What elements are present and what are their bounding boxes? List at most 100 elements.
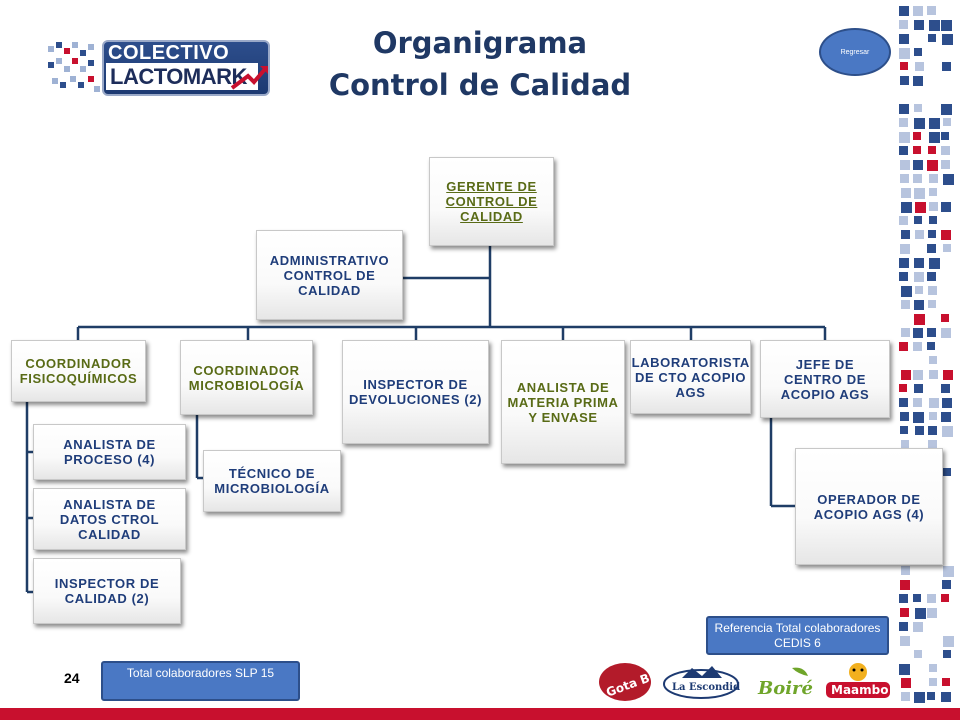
pixel-square (901, 566, 910, 575)
pixel-square (914, 692, 925, 703)
pixel-square (943, 370, 953, 380)
pixel-square (901, 230, 910, 239)
pixel-square (913, 132, 921, 140)
pixel-square (900, 580, 910, 590)
pixel-square (899, 146, 908, 155)
pixel-square (928, 230, 936, 238)
pixel-square (900, 174, 909, 183)
pixel-square (927, 6, 936, 15)
pixel-square (915, 286, 923, 294)
pixel-square (914, 314, 925, 325)
pixel-square (901, 202, 912, 213)
pixel-square (927, 594, 936, 603)
title-line-2: Control de Calidad (328, 68, 632, 102)
pixel-square (914, 384, 923, 393)
pixel-square (901, 678, 911, 688)
pixel-square (943, 650, 951, 658)
pixel-square (941, 314, 949, 322)
pixel-square (941, 384, 950, 393)
pixel-square (943, 566, 954, 577)
pixel-square (900, 636, 910, 646)
maambo-wordmark: Maambo (831, 683, 888, 697)
logo-arrow-icon (230, 66, 268, 90)
pixel-square (929, 188, 937, 196)
pixel-square (927, 328, 936, 337)
pixel-square (941, 202, 951, 212)
logo-pixel-icon (48, 42, 100, 92)
pixel-square (942, 678, 950, 686)
pixel-square (942, 62, 951, 71)
pixel-square (901, 300, 910, 309)
pixel-square (929, 216, 937, 224)
pixel-square (941, 594, 949, 602)
pixel-square (899, 664, 910, 675)
pixel-square (941, 104, 952, 115)
pixel-square (899, 272, 908, 281)
box-analista-materia-prima: ANALISTA DE MATERIA PRIMA Y ENVASE (501, 340, 625, 464)
pixel-square (913, 328, 923, 338)
pixel-square (941, 692, 951, 702)
pixel-square (901, 188, 911, 198)
pixel-square (914, 258, 924, 268)
box-coordinador-microbiologia: COORDINADOR MICROBIOLOGÍA (180, 340, 313, 415)
pixel-square (941, 160, 950, 169)
pixel-square (914, 104, 922, 112)
boire-wordmark: Boiré (757, 678, 813, 699)
pixel-square (901, 370, 911, 380)
box-laboratorista-acopio: LABORATORISTA DE CTO ACOPIO AGS (630, 340, 751, 414)
pixel-square (929, 174, 938, 183)
la-escondida-wordmark: La Escondida (672, 682, 740, 693)
pixel-square (928, 34, 936, 42)
box-operador-acopio: OPERADOR DE ACOPIO AGS (4) (795, 448, 943, 565)
box-coordinador-fisicoquimicos: COORDINADOR FISICOQUÍMICOS (11, 340, 146, 402)
pixel-square (928, 286, 937, 295)
pixel-square (899, 216, 908, 225)
pixel-square (942, 580, 951, 589)
pixel-square (914, 118, 925, 129)
pixel-square (899, 258, 909, 268)
pixel-square (941, 146, 950, 155)
pixel-square (899, 118, 908, 127)
pixel-square (929, 412, 937, 420)
pixel-square (927, 272, 936, 281)
pixel-square (899, 594, 908, 603)
title-line-1: Organigrama (372, 26, 588, 60)
pixel-square (928, 146, 936, 154)
pixel-square (929, 664, 937, 672)
boire-icon: Boiré (757, 667, 813, 699)
pixel-square (899, 48, 910, 59)
pixel-square (900, 426, 908, 434)
pixel-square (914, 216, 922, 224)
total-cedis-badge: Referencia Total colaboradores CEDIS 6 (706, 616, 889, 655)
pixel-square (927, 160, 938, 171)
back-button[interactable]: Regresar (819, 28, 891, 76)
brand-maambo-logo: Maambo (824, 660, 892, 702)
pixel-square (901, 440, 909, 448)
pixel-square (914, 300, 924, 310)
pixel-square (929, 370, 938, 379)
pixel-square (899, 104, 909, 114)
maambo-icon: Maambo (826, 663, 890, 698)
box-tecnico-microbiologia: TÉCNICO DE MICROBIOLOGÍA (203, 450, 341, 512)
pixel-square (900, 160, 910, 170)
bottom-red-bar (0, 708, 960, 720)
pixel-square (913, 6, 923, 16)
brand-boire-logo: Boiré (752, 664, 816, 702)
pixel-square (941, 328, 951, 338)
pixel-square (941, 412, 951, 422)
pixel-square (927, 342, 935, 350)
gota-blanca-icon: Gota Blanca (599, 660, 654, 701)
colectivo-lactomark-logo: COLECTIVO LACTOMARK (44, 36, 272, 98)
pixel-square (915, 608, 926, 619)
pixel-square (899, 132, 910, 143)
pixel-square (899, 20, 908, 29)
pixel-square (901, 286, 912, 297)
pixel-square (943, 244, 951, 252)
pixel-square (941, 20, 952, 31)
pixel-square (913, 342, 922, 351)
box-administrativo-control-calidad: ADMINISTRATIVO CONTROL DE CALIDAD (256, 230, 403, 320)
pixel-square (928, 440, 937, 449)
pixel-square (941, 132, 949, 140)
pixel-square (943, 468, 951, 476)
pixel-square (941, 230, 951, 240)
